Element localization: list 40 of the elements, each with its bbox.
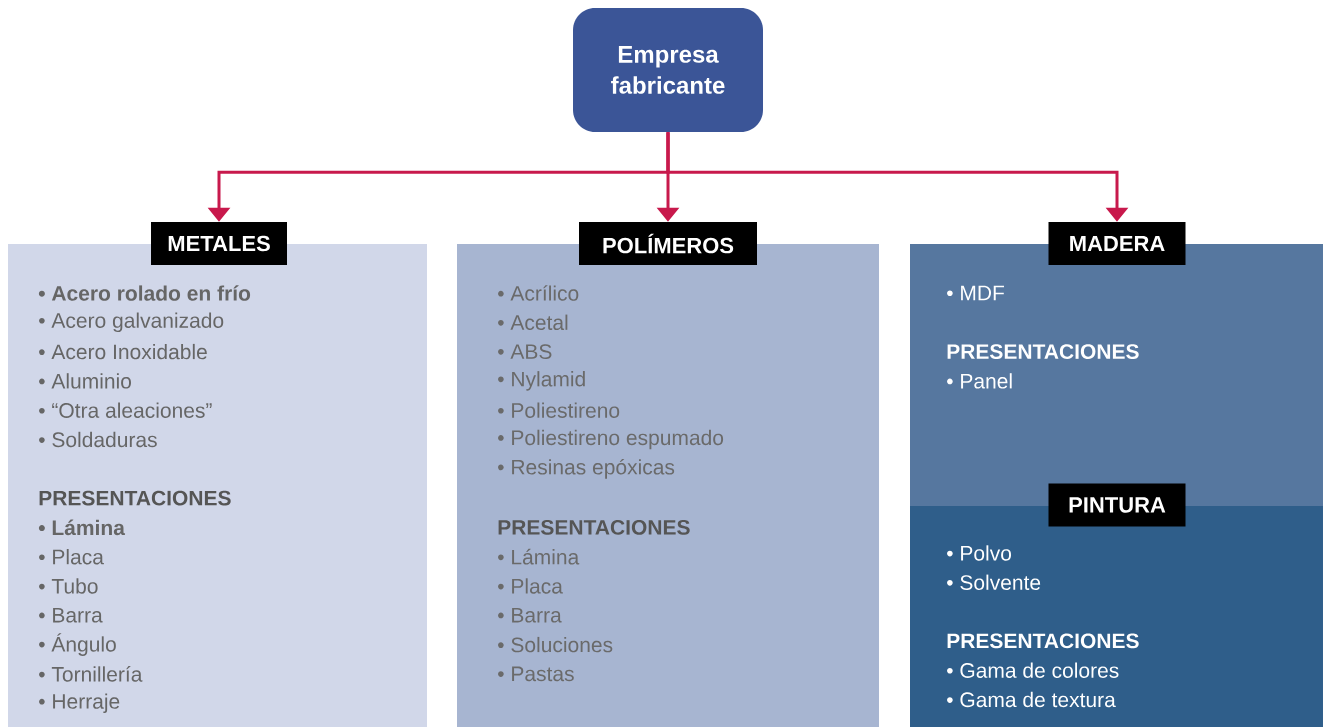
list-item: • Acero galvanizado <box>39 312 224 333</box>
list-item: • Barra <box>498 607 562 623</box>
list-item: • Pastas <box>498 666 574 682</box>
list-item: • Tornillería <box>39 666 143 682</box>
section-heading: PRESENTACIONES <box>498 519 690 535</box>
list-item: • Acetal <box>498 314 568 330</box>
company-box: Empresa fabricante <box>573 8 763 132</box>
list-item: • Tubo <box>39 578 98 594</box>
category-label: MADERA <box>1048 222 1186 265</box>
category-label: METALES <box>151 222 287 265</box>
list-item: • Soluciones <box>498 636 613 653</box>
section-heading: PRESENTACIONES <box>947 344 1139 360</box>
list-item: • Soldaduras <box>39 431 157 448</box>
section-heading: PRESENTACIONES <box>947 633 1139 649</box>
list-item: • Acero Inoxidable <box>39 343 207 360</box>
list-item: • “Otra aleaciones” <box>39 402 212 418</box>
list-item: • Barra <box>39 607 103 623</box>
list-item: • Placa <box>39 549 104 565</box>
list-item: • Gama de colores <box>947 662 1119 678</box>
category-label: PINTURA <box>1048 483 1186 527</box>
list-item: • MDF <box>947 285 1004 301</box>
list-item: • Poliestireno espumado <box>498 429 724 450</box>
list-item: • Aluminio <box>39 373 131 389</box>
list-item: • Nylamid <box>498 371 585 391</box>
list-item: • Herraje <box>39 693 120 713</box>
list-item: • Acero rolado en frío <box>38 285 251 301</box>
list-item: • ABS <box>498 344 552 360</box>
list-item: • Acrílico <box>498 285 579 301</box>
list-item: • Resinas epóxicas <box>498 458 675 479</box>
section-heading: PRESENTACIONES <box>39 490 231 506</box>
category-label: POLÍMEROS <box>579 222 757 265</box>
list-item: • Ángulo <box>39 633 116 656</box>
list-item: • Polvo <box>947 545 1011 561</box>
list-item: • Placa <box>498 578 563 594</box>
list-item: • Panel <box>947 373 1012 389</box>
list-item: • Poliestireno <box>498 402 620 418</box>
list-item: • Lámina <box>38 519 126 536</box>
list-item: • Lámina <box>498 548 580 565</box>
list-item: • Gama de textura <box>947 691 1116 708</box>
list-item: • Solvente <box>947 574 1041 590</box>
